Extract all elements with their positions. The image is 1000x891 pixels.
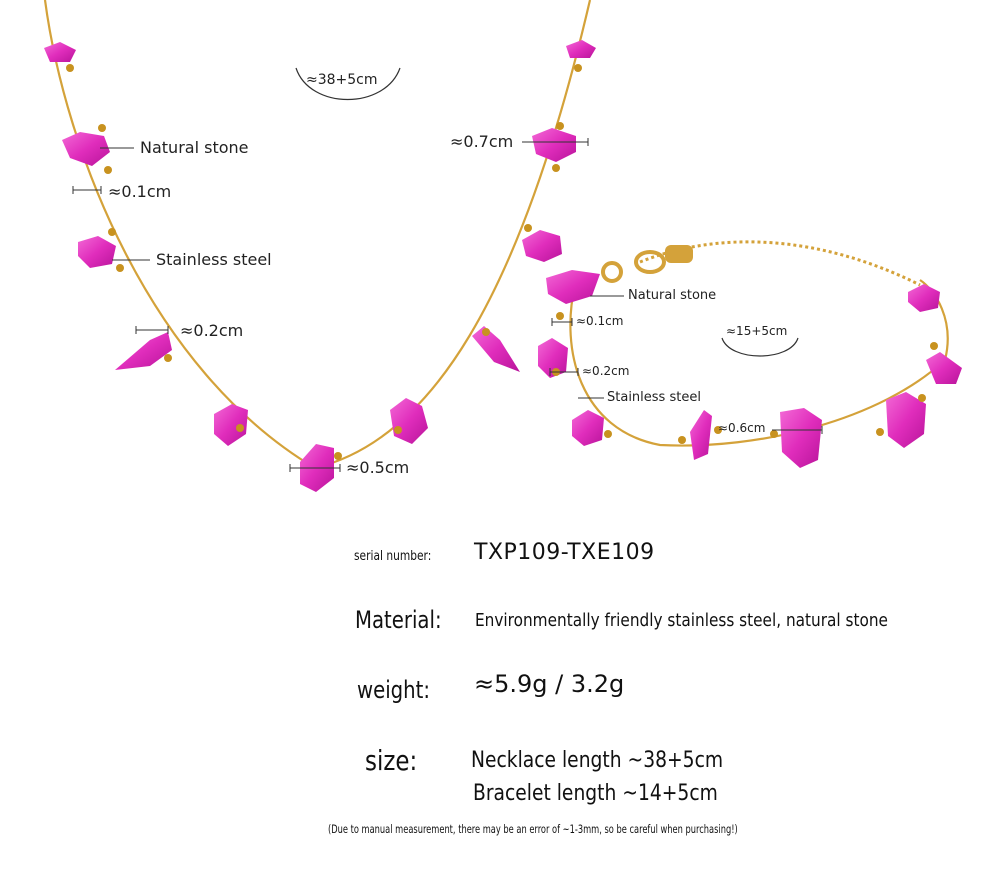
size-key: size: <box>365 744 418 777</box>
bead-bracket <box>135 326 169 334</box>
necklace-stone <box>566 40 596 58</box>
necklace-chain <box>43 0 592 470</box>
necklace-length-arc <box>295 67 401 100</box>
bracelet-stone <box>546 270 600 304</box>
bracelet-ring <box>601 261 623 283</box>
bracelet-stone-bracket <box>772 426 823 434</box>
gap-bracket <box>72 186 102 194</box>
necklace-stone-size-label: ≈0.7cm <box>450 132 514 151</box>
necklace-stone <box>115 332 172 370</box>
necklace-bead-label: ≈0.2cm <box>180 321 244 340</box>
necklace-stone <box>214 404 248 446</box>
necklace-stone <box>44 42 76 62</box>
bracelet-gap-label: ≈0.1cm <box>576 314 624 328</box>
necklace-length-label: ≈38+5cm <box>306 72 378 88</box>
bracelet-clasp <box>634 250 666 274</box>
bracelet-length-label: ≈15+5cm <box>726 324 788 338</box>
bracelet-stone <box>690 410 712 460</box>
serial-number-key: serial number: <box>354 549 432 564</box>
bracelet-bead-label: ≈0.2cm <box>582 364 630 378</box>
bracelet-stone <box>886 392 926 448</box>
bracelet-stone <box>780 408 822 468</box>
necklace-stone <box>532 128 576 162</box>
bracelet-tag <box>665 245 693 263</box>
weight-key: weight: <box>357 676 430 704</box>
bracelet-steel-label: Stainless steel <box>607 390 701 405</box>
necklace-stone <box>390 398 428 444</box>
necklace-stone <box>78 236 116 268</box>
product-photo <box>43 0 962 492</box>
bracelet-gap-bracket <box>551 318 573 326</box>
measurement-disclaimer: (Due to manual measurement, there may be… <box>328 822 738 836</box>
bracelet-stone-label: Natural stone <box>628 288 717 303</box>
weight-value: ≈5.9g / 3.2g <box>474 670 625 698</box>
size-bracelet-value: Bracelet length ~14+5cm <box>473 781 718 806</box>
gold-beads <box>66 64 938 460</box>
necklace-stone <box>522 230 562 262</box>
necklace-stone <box>472 326 520 372</box>
bracelet-length-arc <box>721 337 799 357</box>
stone-size-bracket <box>522 138 589 146</box>
necklace-steel-label: Stainless steel <box>156 250 272 269</box>
necklace-stones <box>44 40 596 492</box>
serial-number-value: TXP109-TXE109 <box>474 540 655 565</box>
bracelet-stones <box>538 270 962 468</box>
bracelet-extension-chain <box>639 240 921 287</box>
material-value: Environmentally friendly stainless steel… <box>475 610 888 631</box>
bracelet-bead-bracket <box>549 368 579 376</box>
bracelet-stone <box>926 352 962 384</box>
bracelet-stone <box>908 284 940 312</box>
material-key: Material: <box>355 606 442 634</box>
width-bracket <box>289 464 341 472</box>
size-necklace-value: Necklace length ~38+5cm <box>471 748 724 773</box>
bracelet-stone-size-label: ≈0.6cm <box>718 421 766 435</box>
bracelet-stone <box>538 338 568 378</box>
necklace-stone <box>62 132 110 166</box>
bracelet-stone <box>572 410 604 446</box>
necklace-width-label: ≈0.5cm <box>346 458 410 477</box>
necklace-gap-label: ≈0.1cm <box>108 182 172 201</box>
necklace-stone-label: Natural stone <box>140 138 249 157</box>
bracelet-chain <box>569 279 949 447</box>
